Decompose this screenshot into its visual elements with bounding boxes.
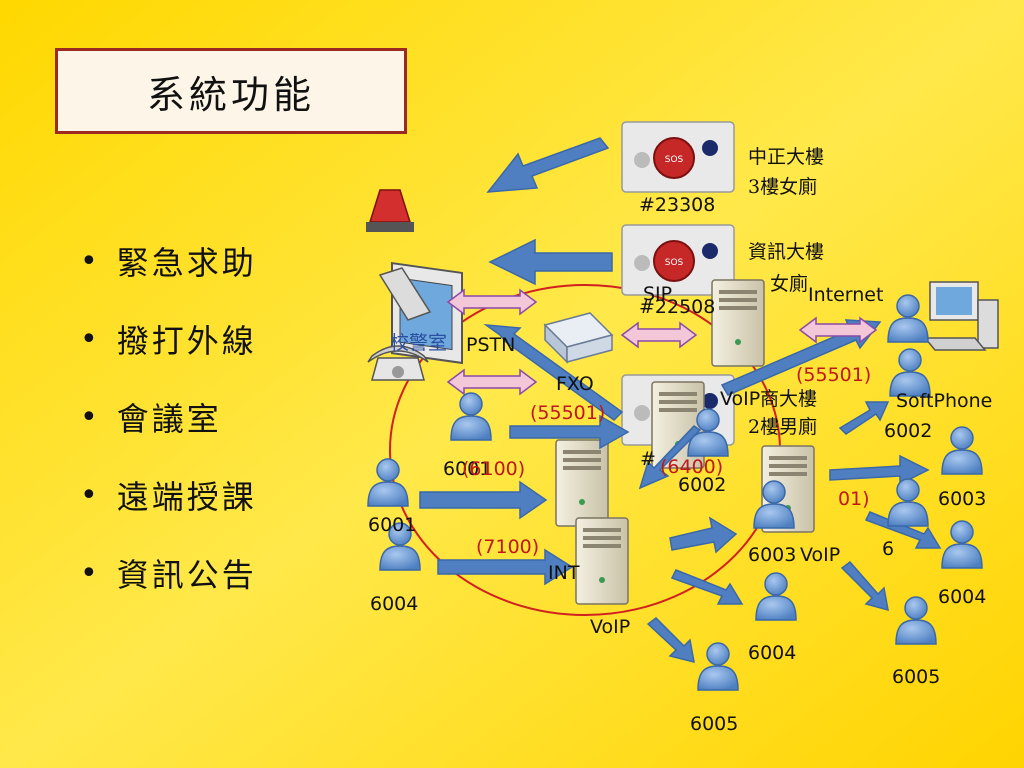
softphone-label: SoftPhone — [896, 390, 993, 412]
arrow-6004-to-voip — [437, 548, 574, 586]
user-6001b-label: 6001 — [368, 514, 417, 536]
int-label: INT — [548, 562, 580, 584]
sos-device-1 — [621, 121, 735, 193]
voip-bottom-label: VoIP — [590, 616, 631, 638]
user-6005-bottom-label: 6005 — [690, 713, 739, 735]
arrow-voipb-to-6004 — [670, 569, 744, 605]
sos3-location-line2: 2樓男廁 — [748, 416, 818, 438]
sip-server — [711, 279, 765, 367]
feature-list: 緊急求助 撥打外線 會議室 遠端授課 資訊公告 — [80, 222, 257, 612]
arrow-right-to-6004 — [864, 511, 942, 549]
voip-bottom-server — [575, 517, 629, 605]
softphone-computer-icon — [923, 281, 999, 351]
voip-right-label: VoIP — [800, 544, 841, 566]
internet-label: Internet — [808, 284, 884, 306]
code-01: 01) — [838, 488, 870, 510]
voip-center-label: VoIP — [720, 388, 761, 410]
fxo-label: FXO — [556, 373, 594, 395]
pink-double-arrows — [446, 288, 878, 396]
arrow-voipb-to-6005 — [646, 617, 695, 664]
guard-room-icon — [366, 189, 463, 365]
pstn-label: PSTN — [466, 334, 516, 356]
user-6-partial-label: 6 — [882, 538, 895, 560]
code-55501-right: (55501) — [796, 364, 872, 386]
feature-item-announcement: 資訊公告 — [80, 534, 257, 612]
code-55501-left: (55501) — [530, 402, 606, 424]
feature-item-meeting-room: 會議室 — [80, 378, 257, 456]
user-6004-mid-label: 6004 — [748, 642, 797, 664]
arrow-voipc-to-pbx — [638, 425, 702, 490]
user-6004-right-label: 6004 — [938, 586, 987, 608]
sos2-id-label: #22508 — [639, 296, 716, 318]
pbx-server — [555, 439, 609, 527]
sip-label: SIP — [643, 283, 673, 305]
sos1-location-line1: 中正大樓 — [748, 146, 825, 168]
blue-arrows — [419, 137, 942, 664]
slide-title: 系統功能 — [55, 48, 407, 134]
user-6004-left-label: 6004 — [370, 593, 419, 615]
feature-item-emergency: 緊急求助 — [80, 222, 257, 300]
arrow-voipr-to-6005 — [840, 560, 889, 612]
pink-arrow-telephone — [446, 368, 538, 396]
code-6100: (6100) — [462, 458, 526, 480]
code-6400: (6400) — [660, 456, 724, 478]
pink-arrow-fxo-sip — [620, 321, 698, 349]
arrow-sos1-to-guard — [486, 137, 610, 193]
arrow-right-to-6003 — [829, 454, 930, 486]
user-6001-label: 6001 — [443, 458, 492, 480]
guard-room-label: 校警室 — [390, 332, 448, 354]
arrow-sip-to-6002 — [838, 401, 890, 435]
fxo-gateway-icon — [543, 312, 614, 364]
user-6005-right-label: 6005 — [892, 666, 941, 688]
sos2-location-line2: 女廁 — [770, 273, 809, 295]
sos3-location-line1: 商大樓 — [760, 388, 818, 410]
code-7100: (7100) — [476, 536, 540, 558]
sos1-id-label: #23308 — [639, 194, 716, 216]
arrow-6001-to-sos3 — [509, 414, 630, 450]
arrow-sos2-to-guard — [488, 238, 613, 286]
pink-arrow-internet — [798, 316, 878, 344]
sos3-id-label: # — [640, 448, 656, 470]
slide-title-text: 系統功能 — [146, 72, 315, 117]
sos2-location-line1: 資訊大樓 — [748, 241, 825, 263]
feature-item-remote-teaching: 遠端授課 — [80, 456, 257, 534]
arrow-pstn-to-fxo — [483, 324, 624, 421]
user-6003-right-label: 6003 — [938, 488, 987, 510]
arrow-voipb-to-6003 — [669, 516, 738, 554]
pink-arrow-guard — [446, 288, 538, 316]
user-6003-mid-label: 6003 — [748, 544, 797, 566]
sos1-location-line2: 3樓女廁 — [748, 176, 818, 198]
user-6002-right-label: 6002 — [884, 420, 933, 442]
feature-item-outside-call: 撥打外線 — [80, 300, 257, 378]
telephone-icon — [367, 345, 429, 381]
arrow-6001b-to-pbx — [419, 480, 548, 520]
user-6002-mid-label: 6002 — [678, 474, 727, 496]
